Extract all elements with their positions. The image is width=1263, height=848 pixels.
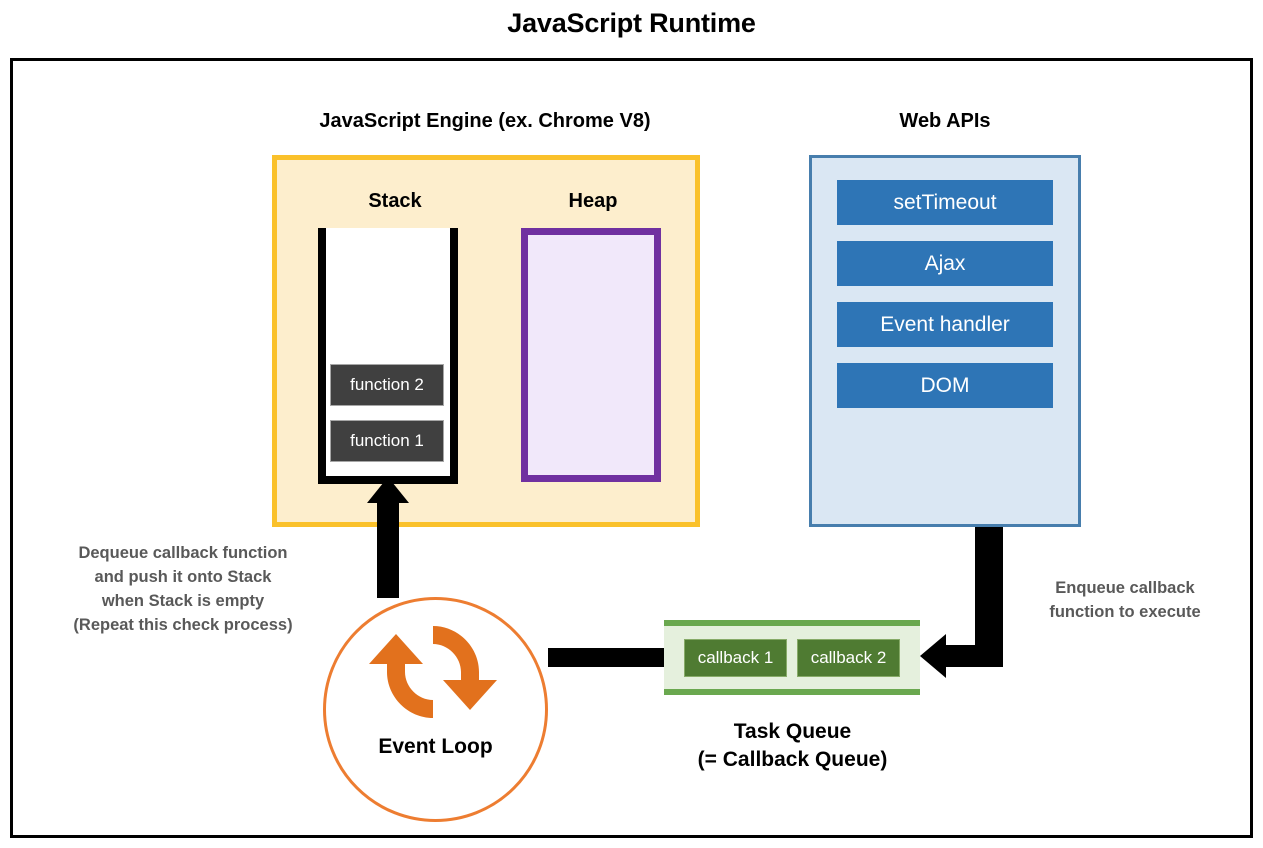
dequeue-annotation-line-1: Dequeue callback function <box>78 544 288 562</box>
web-api-item-dom: DOM <box>837 363 1053 408</box>
dequeue-annotation-line-3: when Stack is empty <box>101 592 265 611</box>
web-api-item-event-handler: Event handler <box>837 302 1053 347</box>
dequeue-annotation-line-4: (Repeat this check process) <box>73 616 293 635</box>
web-api-item-settimeout: setTimeout <box>837 180 1053 225</box>
web-apis-title: Web APIs <box>899 110 991 132</box>
enqueue-arrow-vertical-segment <box>975 527 1003 667</box>
heap-container <box>521 228 661 482</box>
web-apis-container: setTimeout Ajax Event handler DOM <box>809 155 1081 527</box>
callback-chip-1: callback 1 <box>684 638 787 677</box>
event-loop-label: Event Loop <box>378 735 493 758</box>
stack-frame-function-1: function 1 <box>330 420 444 462</box>
circular-refresh-arrows-icon <box>363 618 503 733</box>
event-loop-to-task-queue-connector <box>548 648 668 667</box>
callback-chip-2: callback 2 <box>797 638 900 677</box>
enqueue-arrow-horizontal-segment <box>944 645 1003 667</box>
js-engine-title: JavaScript Engine (ex. Chrome V8) <box>319 110 651 132</box>
stack-frame-function-2: function 2 <box>330 364 444 406</box>
web-api-item-ajax: Ajax <box>837 241 1053 286</box>
page-title: JavaScript Runtime <box>507 8 756 38</box>
task-queue-caption-line-2: (= Callback Queue) <box>697 748 888 772</box>
task-queue-caption: Task Queue (= Callback Queue) <box>640 718 945 775</box>
enqueue-arrow-head-icon <box>920 634 946 678</box>
push-to-stack-arrow-head-icon <box>367 477 409 503</box>
enqueue-annotation: Enqueue callback function to execute <box>1005 576 1245 624</box>
heap-label: Heap <box>568 190 618 212</box>
task-queue-caption-line-1: Task Queue <box>733 720 852 743</box>
enqueue-annotation-line-1: Enqueue callback <box>1055 579 1195 597</box>
stack-label: Stack <box>368 190 422 212</box>
dequeue-annotation: Dequeue callback function and push it on… <box>38 541 328 637</box>
task-queue-container: callback 1 callback 2 <box>664 620 920 695</box>
dequeue-annotation-line-2: and push it onto Stack <box>94 568 272 587</box>
push-to-stack-arrow-shaft <box>377 500 399 598</box>
enqueue-annotation-line-2: function to execute <box>1049 603 1201 622</box>
